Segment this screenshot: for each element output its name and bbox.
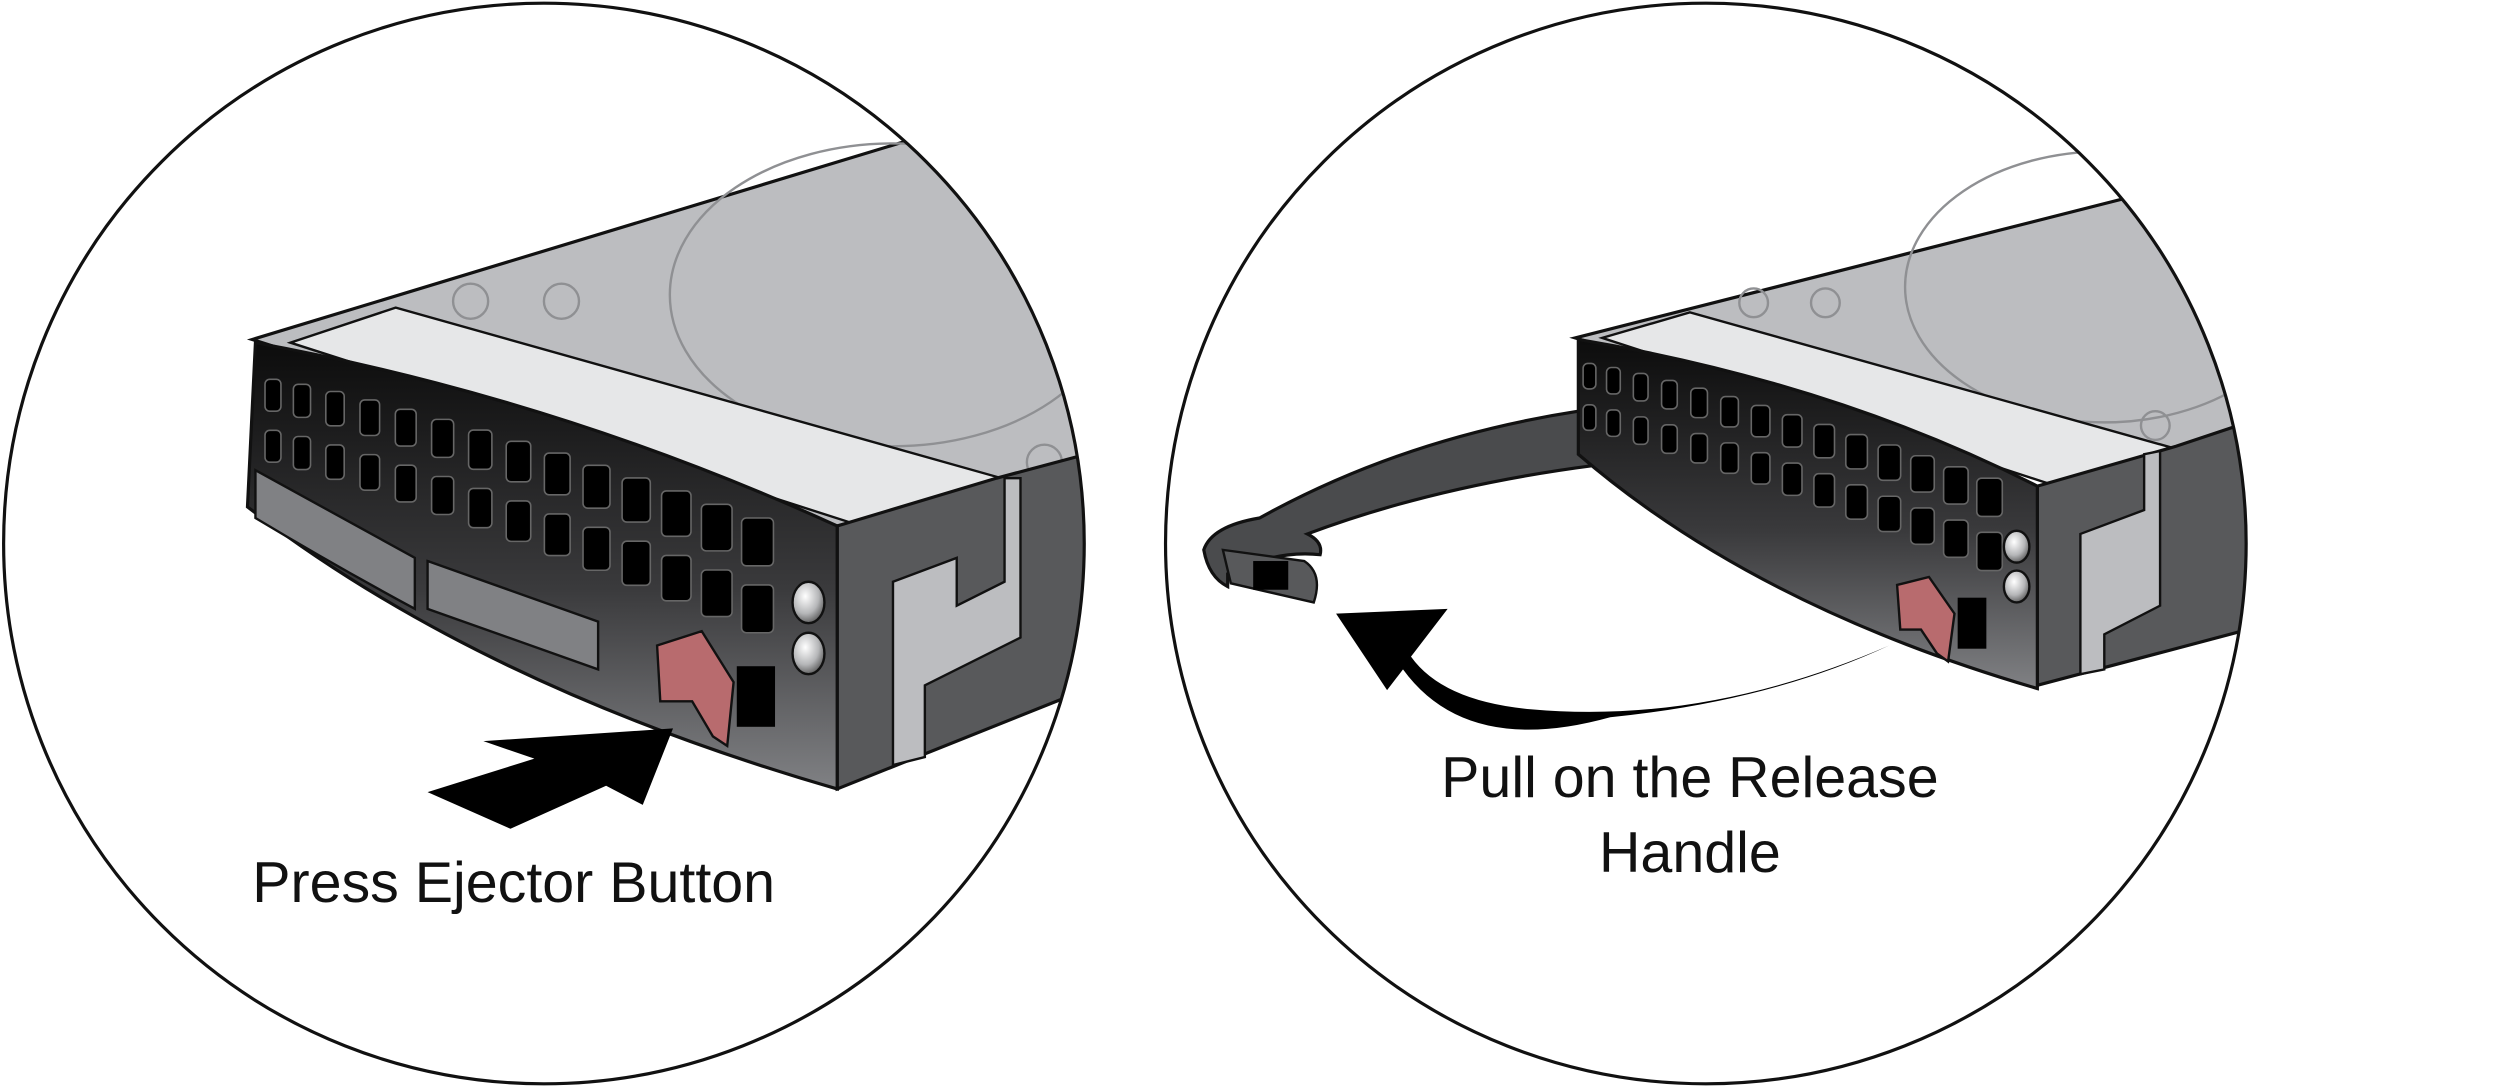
step-1-panel: Press Ejector Button [2,1,1086,1086]
screw-hole [2139,410,2171,442]
panel-circle [2,1,1086,1086]
vent-hole [1975,531,2004,572]
ejector-button[interactable] [1895,575,1956,664]
drive-platter-outline [668,142,1085,448]
vent-hole [740,517,775,567]
vent-hole [292,383,312,419]
ejector-slot [736,666,776,727]
ejector-button[interactable] [655,629,735,749]
vent-hole [467,487,493,529]
step-2-caption-line-2: Handle [1599,821,1781,885]
pull-arrow-icon [1336,608,1890,730]
vent-hole [1750,404,1771,438]
vent-hole [1719,442,1740,475]
vent-hole [1813,423,1836,459]
vent-hole [467,429,493,471]
vent-hole [394,464,417,503]
vent-hole [740,584,775,634]
vent-hole [660,490,692,538]
vent-hole [1750,451,1771,485]
vent-hole [1845,484,1869,520]
status-led [2002,529,2031,564]
vent-hole [582,526,611,572]
vent-hole [700,569,733,618]
vent-holes [264,378,775,634]
vent-hole [1781,413,1803,448]
vent-hole [325,444,345,481]
vent-hole [1781,462,1803,497]
vent-hole [430,418,455,459]
vent-hole [359,399,381,437]
ejector-slot [1957,597,1987,649]
panel-circle [1163,1,2248,1086]
vent-hole [621,540,652,587]
vent-hole [505,500,532,543]
press-arrow-icon [427,728,674,829]
vent-hole [1689,387,1709,419]
vent-hole [1877,444,1902,482]
drive-side-rail [2079,449,2162,676]
vent-hole [1975,477,2004,518]
vent-hole [359,453,381,491]
vent-hole [1605,409,1622,438]
vent-hole [1582,404,1597,432]
vent-hole [700,503,733,552]
screw-hole [1738,287,1770,319]
release-handle-slot [1253,561,1289,590]
screw-hole [542,282,581,320]
vent-hole [1632,372,1649,402]
vent-hole [1582,362,1597,390]
vent-hole [264,429,282,464]
vent-hole [543,513,571,557]
drive-bottom-panel [426,559,600,672]
vent-hole [325,390,345,427]
vent-hole [1719,395,1740,428]
status-led [791,631,826,676]
vent-hole [1689,432,1709,464]
step-2-caption-line-1: Pull on the Release [1441,746,1938,810]
vent-hole [1605,366,1622,395]
drive-right [1202,150,2247,691]
screw-hole [451,282,490,320]
vent-hole [1813,472,1836,508]
drive-bottom-panel [254,468,417,611]
drive-side-rail [891,476,1022,767]
vent-hole [1909,454,1936,493]
vent-hole [621,477,652,523]
vent-hole [1877,495,1902,533]
vent-hole [1660,424,1679,455]
step-2-panel: Pull on the Release Handle [1163,1,2248,1086]
vent-hole [264,378,282,413]
vent-hole [1909,507,1936,546]
vent-hole [1942,466,1969,505]
vent-hole [582,464,611,510]
vent-hole [292,435,312,471]
status-led [2002,569,2031,604]
vent-hole [505,440,532,483]
vent-holes [1582,362,2004,572]
vent-hole [1942,519,1969,559]
vent-hole [1845,433,1869,470]
vent-hole [394,408,417,447]
vent-hole [543,452,571,496]
step-1-caption: Press Ejector Button [252,851,775,915]
screw-hole [1809,287,1841,319]
vent-hole [1660,379,1679,410]
vent-hole [430,475,455,516]
vent-hole [660,554,692,602]
vent-hole [1632,416,1649,446]
status-led [791,580,826,625]
drive-left [245,93,1085,792]
